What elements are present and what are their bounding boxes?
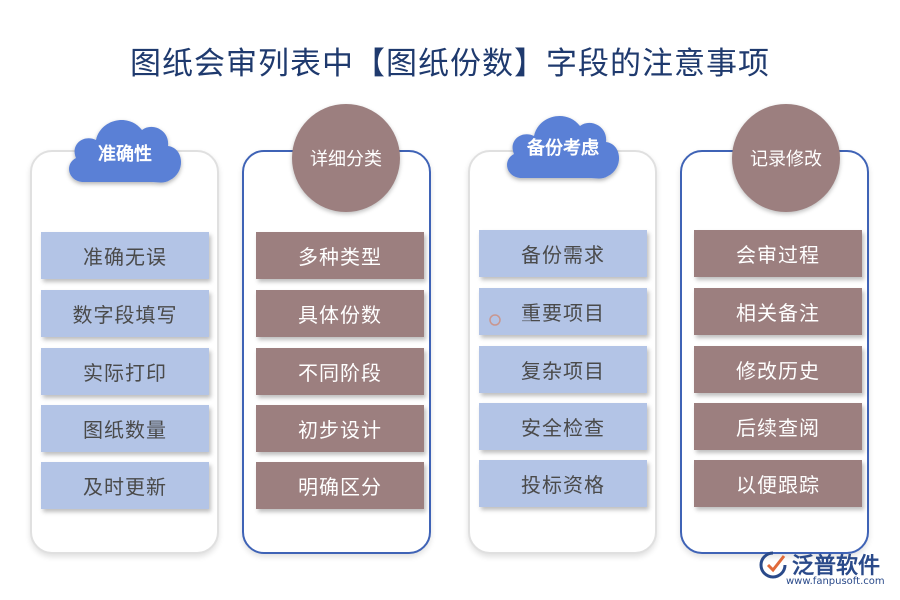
list-item: 重要项目 <box>479 288 647 335</box>
list-item: 相关备注 <box>694 288 862 335</box>
page-title: 图纸会审列表中【图纸份数】字段的注意事项 <box>130 46 770 82</box>
header-records: 记录修改 <box>732 104 840 212</box>
list-item: 后续查阅 <box>694 403 862 450</box>
list-item: 安全检查 <box>479 403 647 450</box>
list-item: 初步设计 <box>256 405 424 452</box>
list-item: 数字段填写 <box>41 290 209 337</box>
header-backup: 备份考虑 <box>500 104 626 188</box>
header-label: 准确性 <box>98 144 152 165</box>
logo-icon <box>759 551 787 579</box>
header-label: 记录修改 <box>750 149 822 170</box>
list-item: 会审过程 <box>694 230 862 277</box>
list-item: 图纸数量 <box>41 405 209 452</box>
brand-logo: 泛普软件 www.fanpusoft.com <box>758 548 888 590</box>
header-label: 备份考虑 <box>527 138 599 159</box>
list-item: 修改历史 <box>694 346 862 393</box>
list-item: 不同阶段 <box>256 348 424 395</box>
watermark-icon <box>489 314 531 326</box>
cloud-icon <box>69 119 182 183</box>
header-accuracy: 准确性 <box>62 108 188 192</box>
list-item: 复杂项目 <box>479 346 647 393</box>
logo-url: www.fanpusoft.com <box>786 576 885 587</box>
list-item: 及时更新 <box>41 462 209 509</box>
list-item: 投标资格 <box>479 460 647 507</box>
header-classification: 详细分类 <box>292 104 400 212</box>
list-item: 明确区分 <box>256 462 424 509</box>
list-item: 准确无误 <box>41 232 209 279</box>
logo-name: 泛普软件 <box>792 554 881 579</box>
cloud-icon <box>507 115 620 179</box>
list-item: 多种类型 <box>256 232 424 279</box>
list-item: 实际打印 <box>41 348 209 395</box>
header-label: 详细分类 <box>310 149 382 170</box>
list-item: 备份需求 <box>479 230 647 277</box>
list-item: 具体份数 <box>256 290 424 337</box>
list-item: 以便跟踪 <box>694 460 862 507</box>
